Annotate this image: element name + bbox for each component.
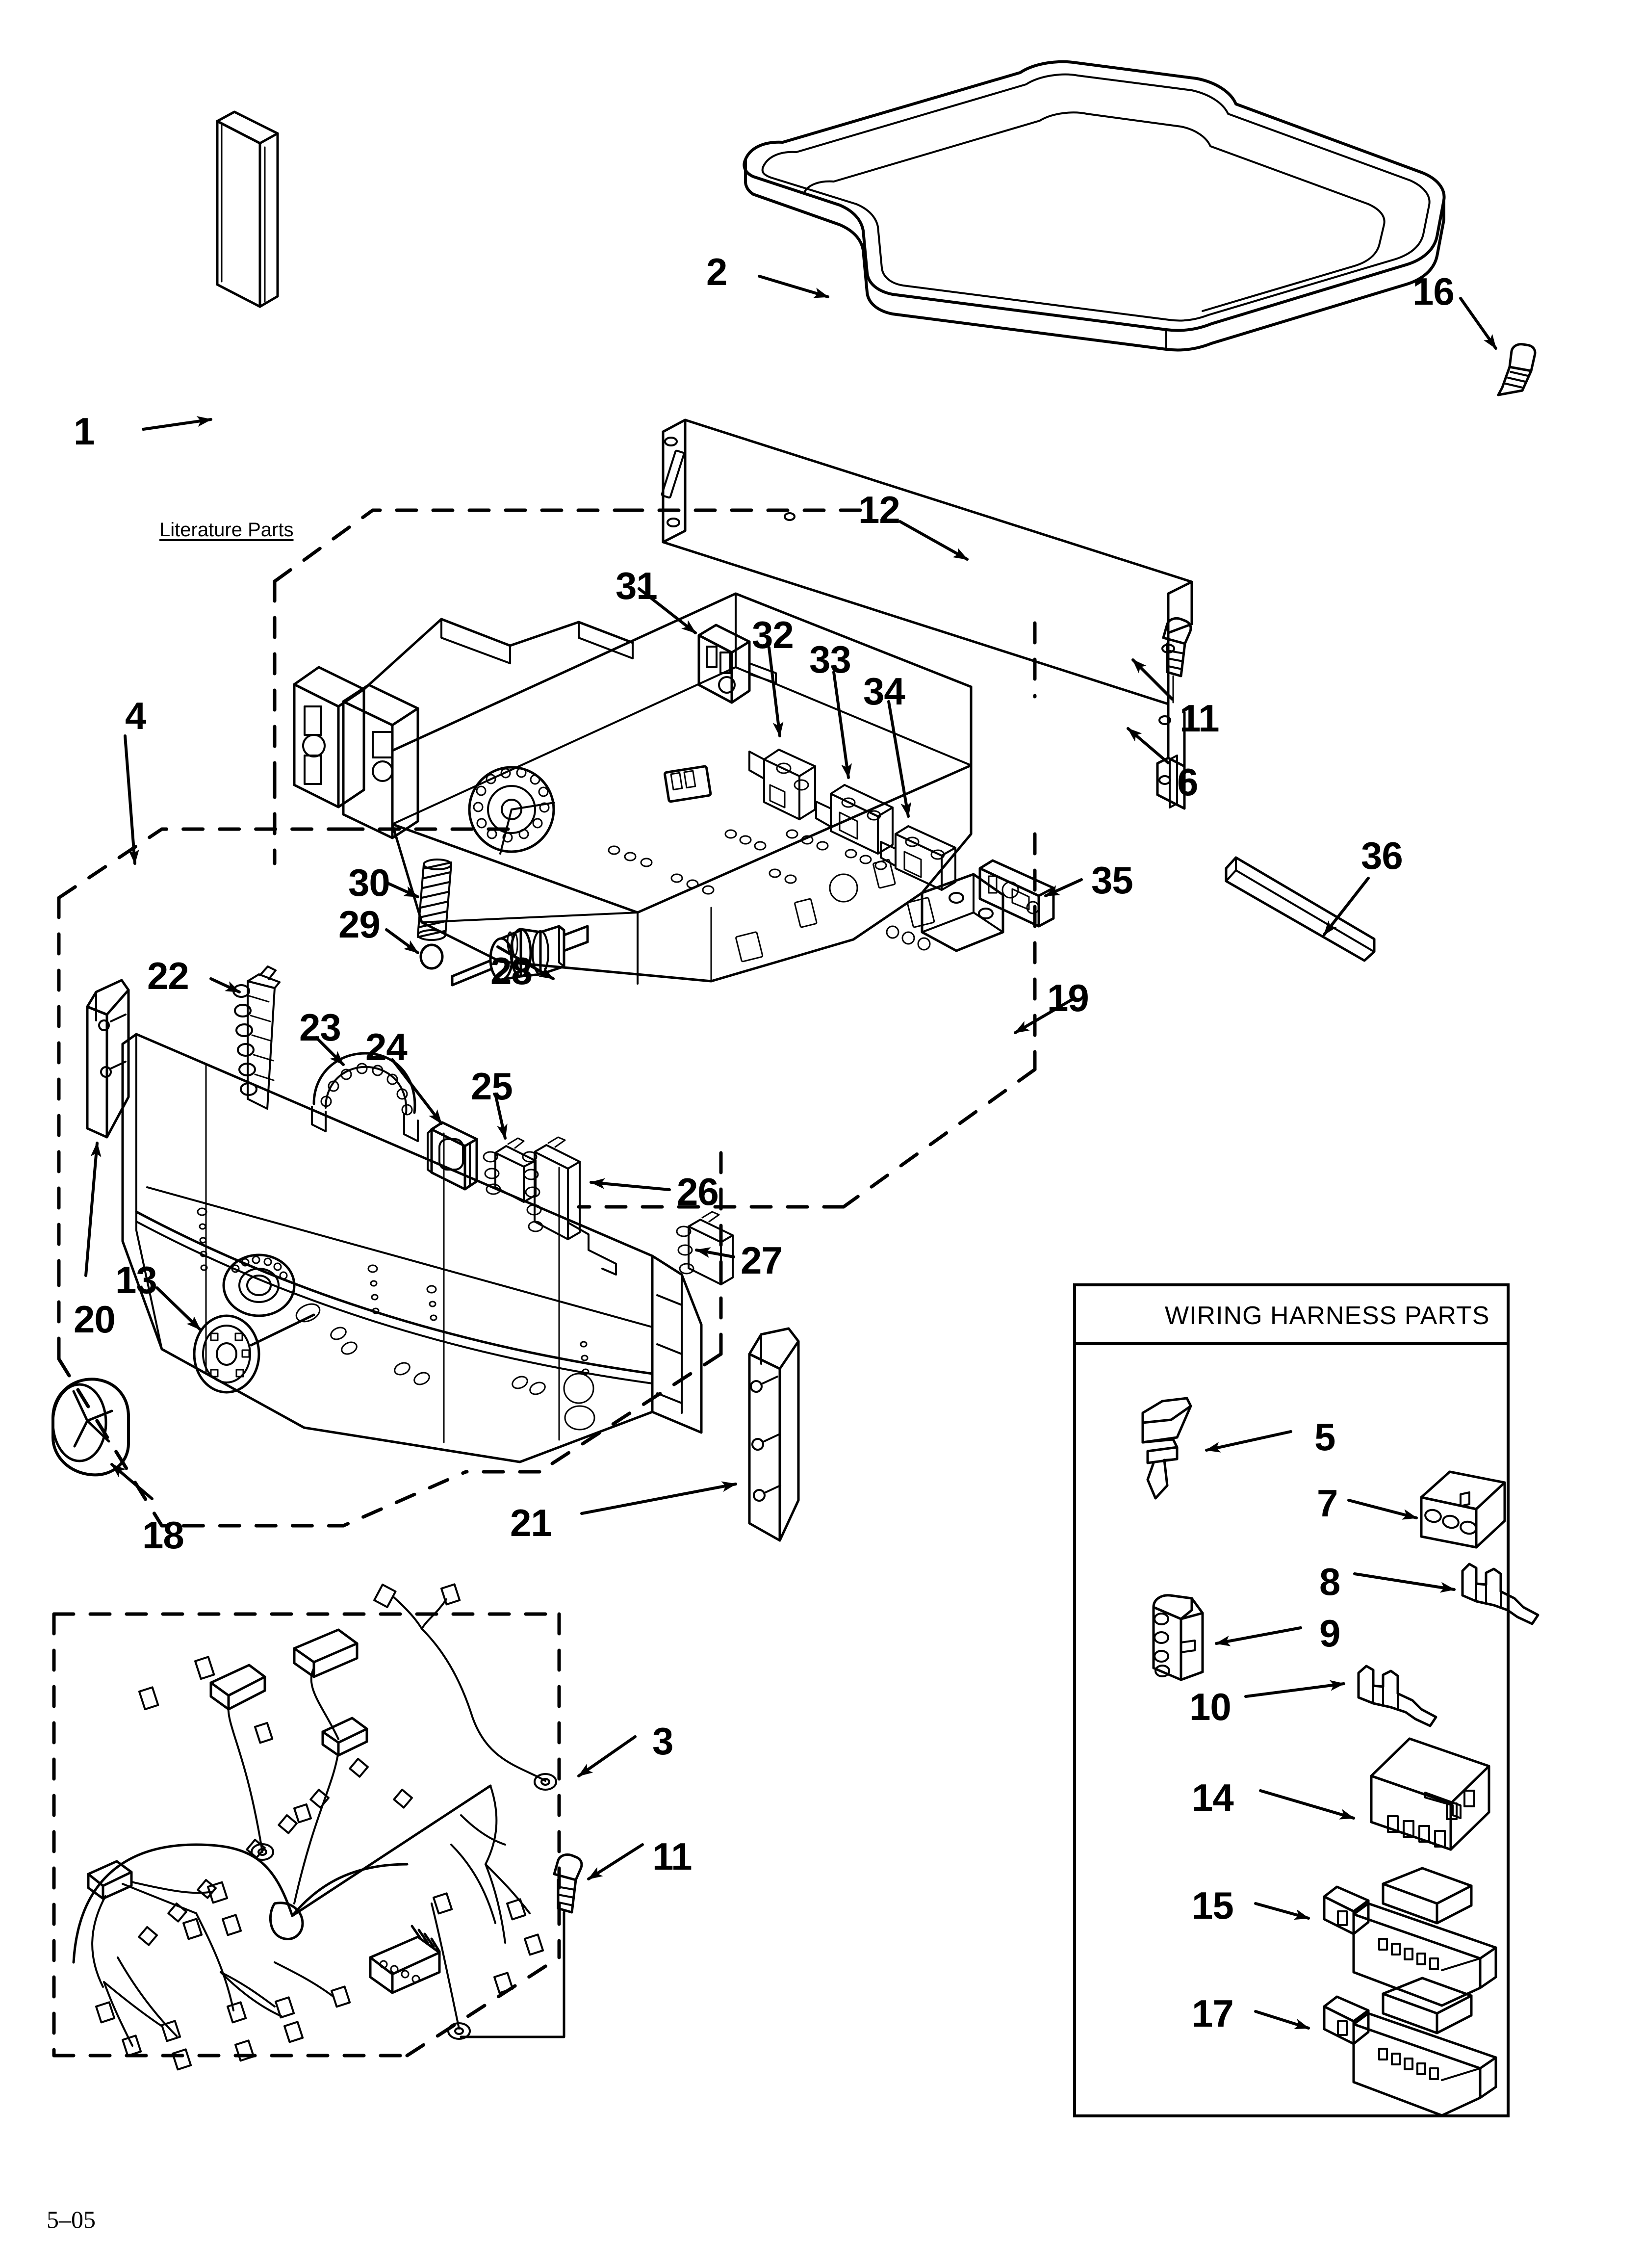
callout-27-connector: 27 xyxy=(741,1239,783,1282)
callout-6-bracket: 6 xyxy=(1177,760,1198,804)
part-terminal-10 xyxy=(1357,1665,1437,1727)
part-spring-30 xyxy=(417,859,452,941)
callout-17-connector: 17 xyxy=(1192,1992,1234,2035)
callout-24-lens: 24 xyxy=(365,1025,408,1069)
callout-33-connector: 33 xyxy=(809,638,851,681)
part-connector-block-14 xyxy=(1370,1737,1490,1851)
part-knob-skirt-13 xyxy=(193,1313,315,1394)
callout-7-connector-block: 7 xyxy=(1317,1482,1338,1525)
callout-34-connector: 34 xyxy=(863,670,905,713)
part-literature-booklet xyxy=(216,110,279,308)
part-terminal-8 xyxy=(1461,1563,1539,1625)
part-connector-26 xyxy=(522,1136,617,1276)
part-connector-17 xyxy=(1323,1977,1497,2117)
part-clip-23 xyxy=(311,1052,419,1142)
callout-20-console-front: 20 xyxy=(74,1298,116,1341)
callout-5-clip: 5 xyxy=(1314,1415,1335,1459)
part-console-top-cover xyxy=(743,60,1446,352)
callout-19-console-group: 19 xyxy=(1047,976,1089,1019)
callout-25-connector: 25 xyxy=(471,1065,513,1108)
callout-29-washer: 29 xyxy=(338,903,381,946)
callout-9-connector-housing: 9 xyxy=(1319,1612,1340,1655)
part-switch-31 xyxy=(697,624,777,704)
wiring-harness-parts-box-header xyxy=(1076,1286,1507,1345)
literature-parts-caption: Literature Parts xyxy=(159,519,294,541)
callout-2-console-top-cover: 2 xyxy=(706,250,727,293)
callout-28-timer-shaft: 28 xyxy=(490,949,533,992)
part-console-front-panel xyxy=(121,1033,703,1463)
callout-15-connector: 15 xyxy=(1192,1884,1234,1927)
group-outline-19 xyxy=(273,508,1037,1209)
callout-31-switch: 31 xyxy=(616,564,658,607)
callout-18-knob: 18 xyxy=(142,1513,184,1557)
part-screw-16 xyxy=(1497,343,1537,396)
callout-13-knob-skirt: 13 xyxy=(115,1258,157,1302)
part-console-board-assembly xyxy=(293,592,1004,985)
part-terminal-strip-22 xyxy=(232,965,281,1110)
callout-12-bracket: 12 xyxy=(858,488,900,531)
part-connector-block-7 xyxy=(1420,1470,1506,1549)
part-timer-shaft-28 xyxy=(451,925,589,987)
callout-32-connector: 32 xyxy=(752,613,794,656)
callout-35-connector: 35 xyxy=(1091,859,1133,902)
part-connector-33 xyxy=(815,784,894,855)
part-connector-27 xyxy=(676,1211,734,1285)
part-knob-18 xyxy=(51,1378,130,1477)
part-connector-housing-9 xyxy=(1152,1594,1204,1681)
part-bracket-12 xyxy=(661,418,1193,810)
part-endcap-21 xyxy=(748,1327,800,1542)
group-outline-3 xyxy=(52,1612,561,2058)
part-clip-5 xyxy=(1141,1397,1192,1500)
callout-11-screw-upper: 11 xyxy=(1180,697,1219,740)
part-connector-15 xyxy=(1323,1867,1497,2007)
page-footer-number: 5–05 xyxy=(47,2206,96,2233)
callout-10-terminal: 10 xyxy=(1189,1685,1232,1728)
callout-14-connector-block: 14 xyxy=(1192,1776,1234,1819)
part-screw-11-upper xyxy=(1162,617,1192,704)
group-outline-4 xyxy=(57,827,723,1528)
callout-30-spring: 30 xyxy=(348,861,390,904)
callout-1-literature-parts: 1 xyxy=(74,410,95,453)
part-connector-35 xyxy=(978,859,1055,928)
callout-3-wire-harness: 3 xyxy=(652,1720,673,1763)
part-connector-34 xyxy=(880,825,956,891)
callout-4-console-assembly: 4 xyxy=(125,694,146,737)
part-lens-24 xyxy=(427,1121,478,1191)
wiring-harness-parts-box xyxy=(1073,1283,1510,2117)
part-connector-32 xyxy=(748,749,816,820)
callout-22-lamp-holder: 22 xyxy=(147,954,189,997)
part-screw-11-lower xyxy=(460,1853,583,2038)
part-trim-strip-36 xyxy=(1225,856,1376,962)
callout-16-screw: 16 xyxy=(1412,270,1455,313)
callout-23-clip: 23 xyxy=(299,1006,341,1049)
callout-36-trim-strip: 36 xyxy=(1361,834,1403,877)
callout-8-terminal: 8 xyxy=(1319,1560,1340,1603)
part-wire-harness-3 xyxy=(72,1583,557,2071)
wiring-harness-parts-title: WIRING HARNESS PARTS xyxy=(1165,1302,1490,1330)
callout-26-connector: 26 xyxy=(677,1170,719,1213)
callout-11-screw-lower: 11 xyxy=(652,1835,692,1878)
callout-21-endcap: 21 xyxy=(510,1501,552,1544)
part-washer-29 xyxy=(419,943,444,970)
